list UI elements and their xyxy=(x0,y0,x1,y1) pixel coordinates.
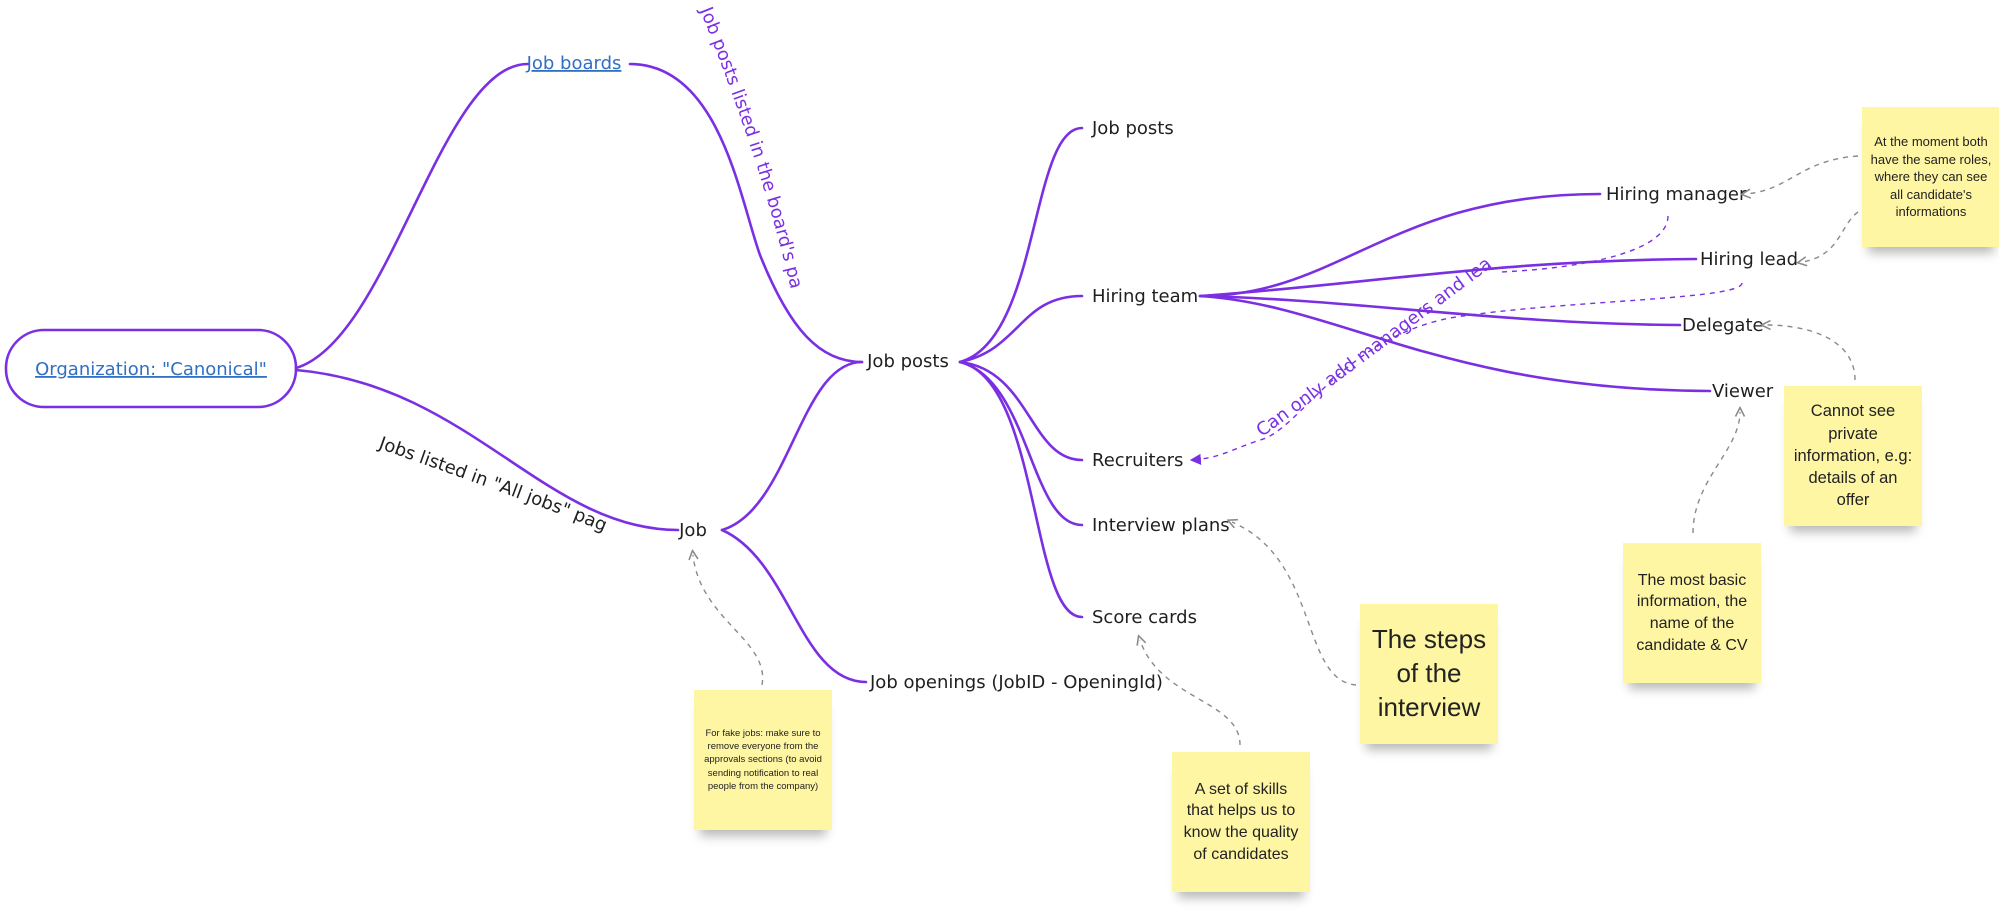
root-node-label[interactable]: Organization: "Canonical" xyxy=(35,359,267,380)
node-hiring-team[interactable]: Hiring team xyxy=(1092,286,1198,307)
node-score-cards[interactable]: Score cards xyxy=(1092,607,1197,628)
connector-note-fake-jobs xyxy=(693,555,764,686)
note-basic-info-text: The most basic information, the name of … xyxy=(1636,571,1748,654)
branch-job-job-posts xyxy=(720,360,864,532)
note-same-roles-text: At the moment both have the same roles, … xyxy=(1870,134,1992,220)
branch-to-recruiters xyxy=(958,360,1084,462)
node-job[interactable]: Job xyxy=(678,520,707,541)
node-viewer[interactable]: Viewer xyxy=(1712,381,1774,402)
node-delegate[interactable]: Delegate xyxy=(1682,315,1764,336)
node-job-posts-leaf[interactable]: Job posts xyxy=(1091,118,1174,139)
note-interview-steps[interactable]: The steps of the interview xyxy=(1360,604,1498,744)
note-basic-info[interactable]: The most basic information, the name of … xyxy=(1623,543,1761,683)
note-fake-jobs-text: For fake jobs: make sure to remove every… xyxy=(704,727,822,792)
node-job-openings[interactable]: Job openings (JobID - OpeningId) xyxy=(869,672,1163,693)
connector-manager-recruiters xyxy=(1499,215,1669,273)
edge-label-all-jobs-text: Jobs listed in "All jobs" page xyxy=(0,0,610,536)
connector-note-viewer xyxy=(1692,412,1740,534)
connector-note-delegate xyxy=(1766,325,1856,381)
note-cannot-see-text: Cannot see private information, e.g: det… xyxy=(1793,402,1913,510)
connector-note-skills xyxy=(1140,640,1241,746)
branch-to-hiring-team xyxy=(958,294,1084,364)
node-job-posts-center[interactable]: Job posts xyxy=(866,351,949,372)
note-fake-jobs[interactable]: For fake jobs: make sure to remove every… xyxy=(694,690,832,830)
edge-label-all-jobs: Jobs listed in "All jobs" page xyxy=(0,0,610,536)
node-recruiters[interactable]: Recruiters xyxy=(1092,450,1183,471)
branch-to-job-posts-leaf xyxy=(958,126,1084,364)
note-cannot-see[interactable]: Cannot see private information, e.g: det… xyxy=(1784,386,1922,526)
branch-to-interview-plans xyxy=(958,360,1084,527)
branch-job-boards-job-posts xyxy=(628,62,864,364)
branch-to-score-cards xyxy=(958,360,1084,619)
branch-to-hiring-manager xyxy=(1198,192,1602,298)
connector-note-lead xyxy=(1802,211,1859,262)
branch-root-job-boards xyxy=(294,62,530,370)
connector-lead-recruiters xyxy=(1189,282,1743,465)
connector-note-manager xyxy=(1746,155,1859,194)
node-hiring-lead[interactable]: Hiring lead xyxy=(1700,249,1798,270)
note-skills-text: A set of skills that helps us to know th… xyxy=(1183,780,1299,863)
edge-label-board-posts: Job posts listed in the board's page xyxy=(0,0,807,291)
note-same-roles[interactable]: At the moment both have the same roles, … xyxy=(1862,107,1999,247)
branch-to-viewer xyxy=(1198,294,1712,393)
edge-label-board-posts-text: Job posts listed in the board's page xyxy=(0,0,807,291)
note-skills[interactable]: A set of skills that helps us to know th… xyxy=(1172,752,1310,892)
node-interview-plans[interactable]: Interview plans xyxy=(1092,515,1230,536)
branch-job-job-openings xyxy=(720,528,868,684)
branch-to-hiring-lead xyxy=(1198,257,1698,298)
connector-note-interview xyxy=(1232,522,1357,686)
branch-root-job xyxy=(294,368,680,532)
node-hiring-manager[interactable]: Hiring manager xyxy=(1606,184,1747,205)
branch-to-delegate xyxy=(1198,294,1682,327)
node-job-boards[interactable]: Job boards xyxy=(526,53,622,74)
note-interview-steps-text: The steps of the interview xyxy=(1371,624,1487,722)
